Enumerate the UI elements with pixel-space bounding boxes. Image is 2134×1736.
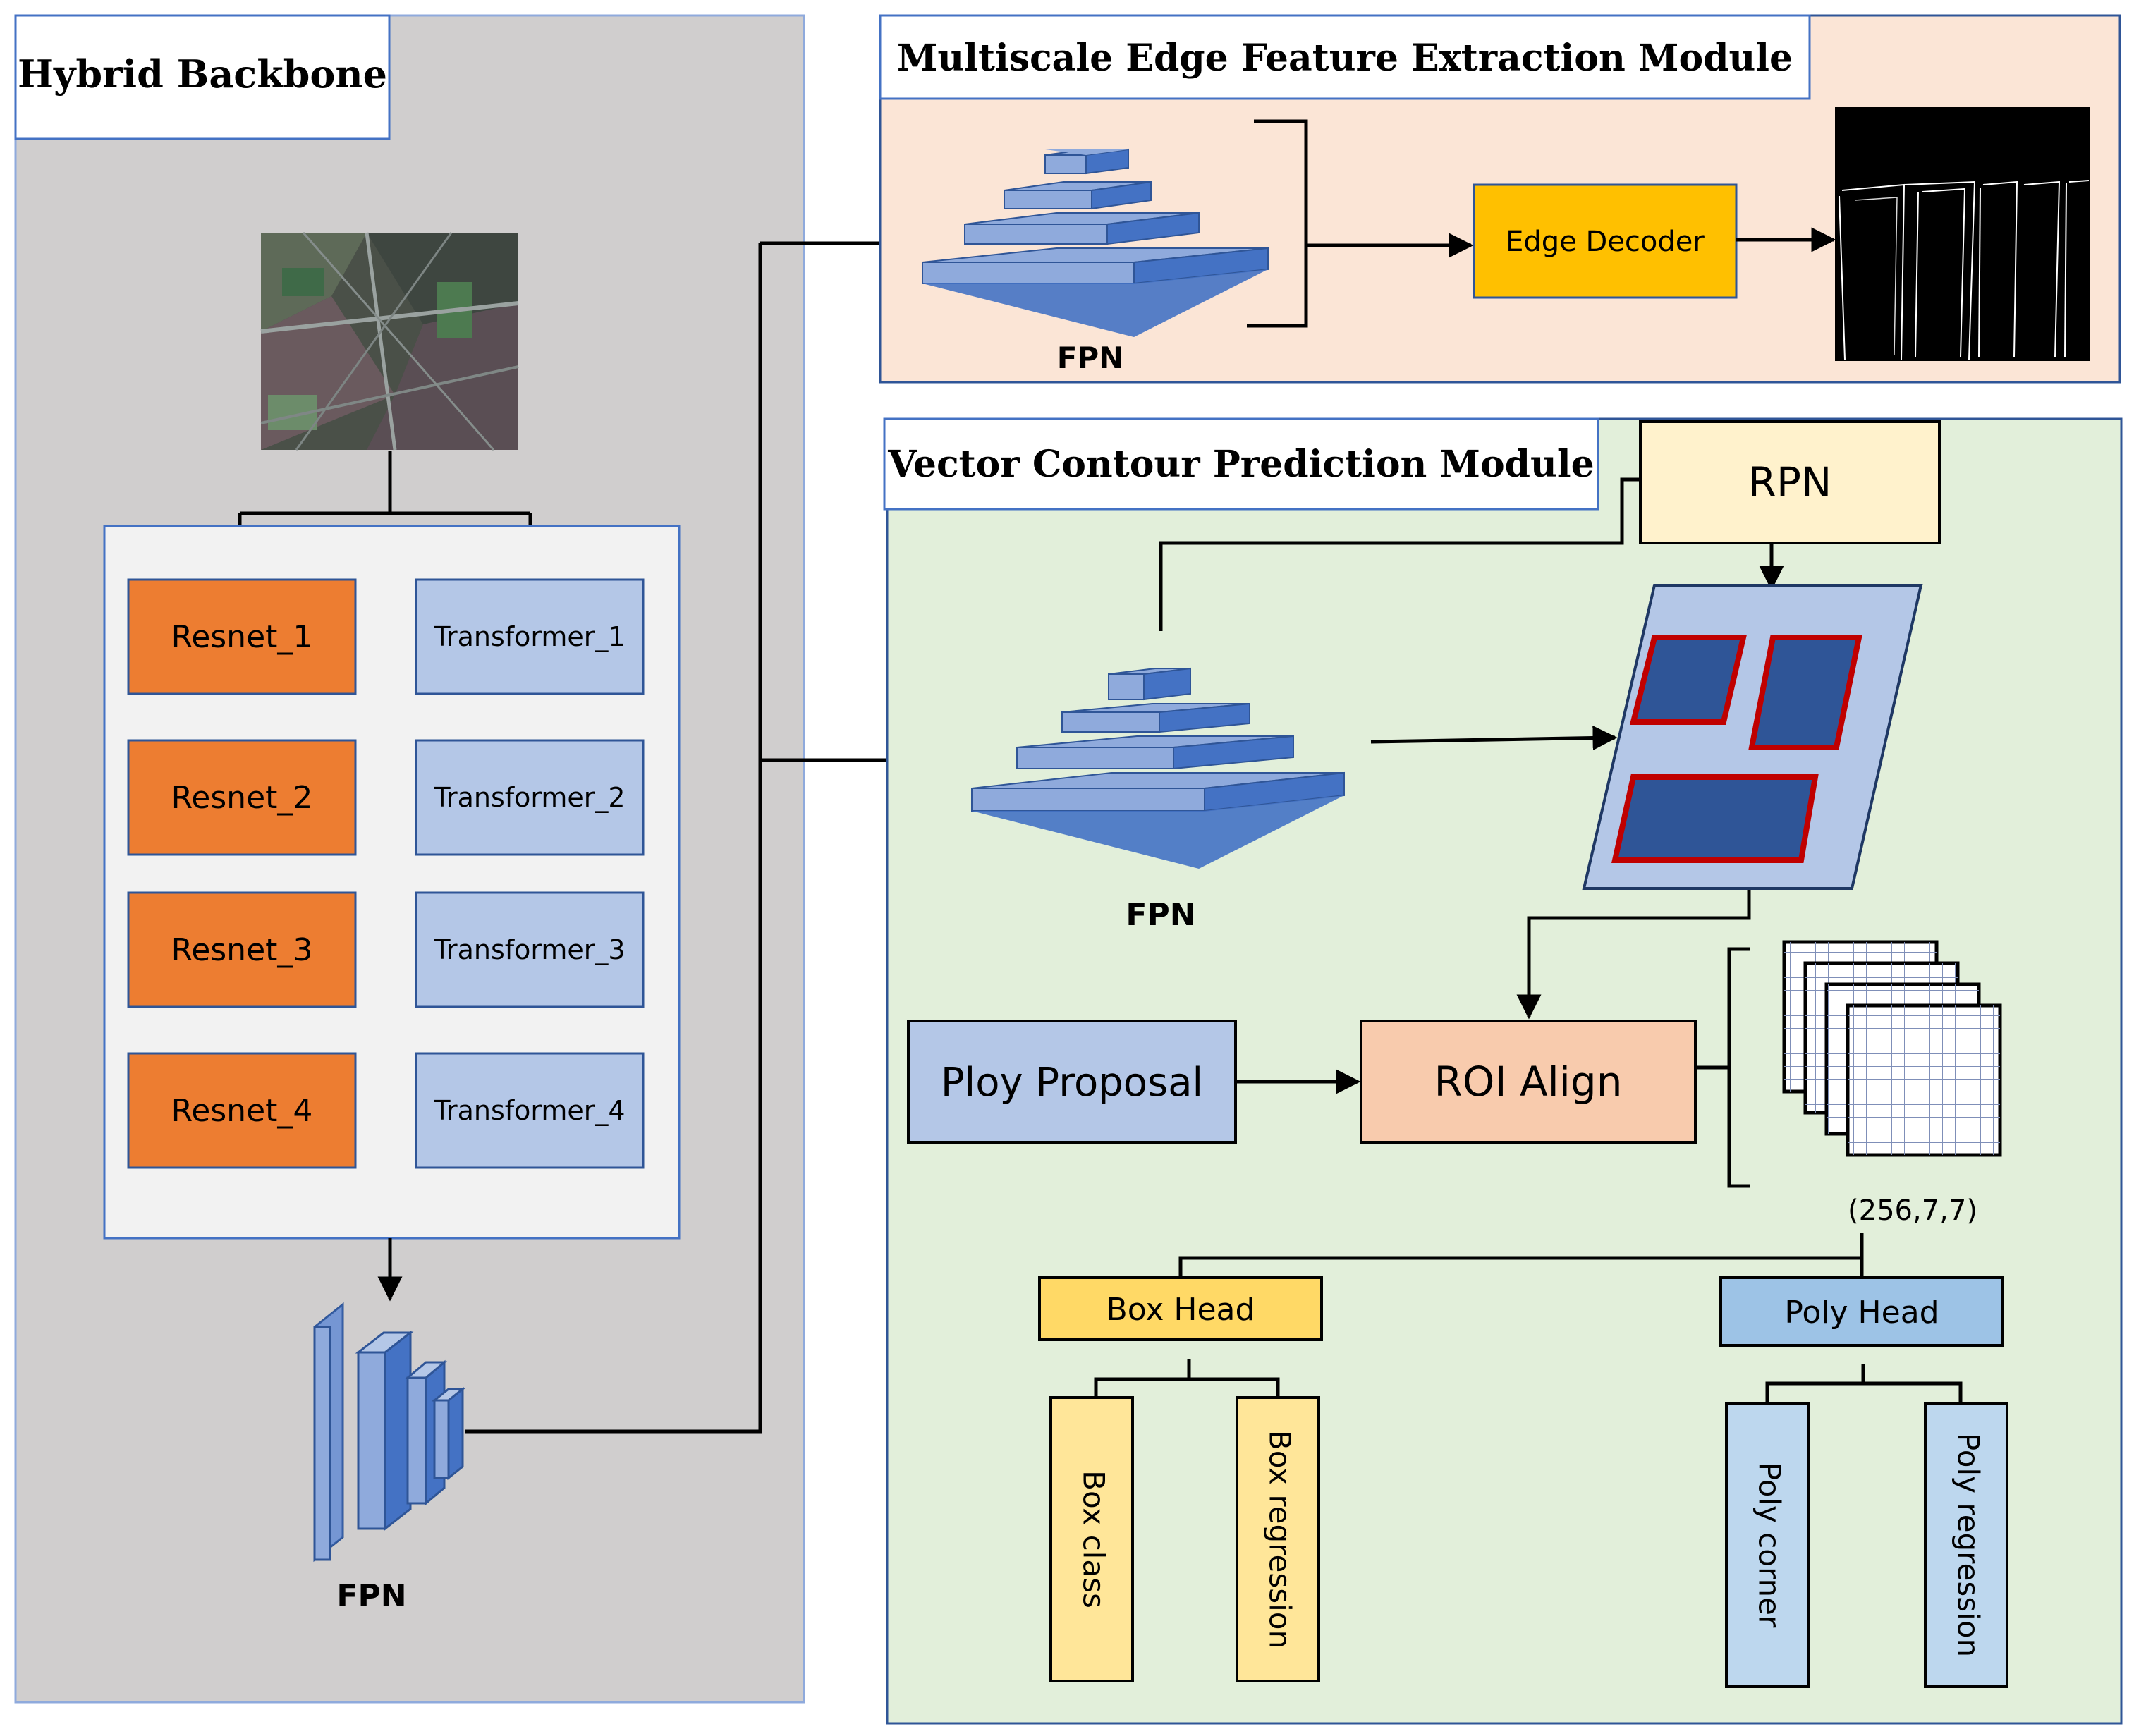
satellite-image [260, 232, 519, 451]
proposal-box-2 [1748, 635, 1862, 750]
resnet-block-1 [127, 578, 357, 695]
proposal-box-3 [1611, 774, 1819, 863]
roi-align-block [1360, 1020, 1697, 1144]
poly-proposal-label: Ploy Proposal [941, 1060, 1203, 1106]
hybrid-backbone-title-box [14, 14, 391, 140]
backbone-output-line [465, 243, 762, 1434]
backbone-fpn-icon [313, 1302, 466, 1563]
edge-module-title-box [879, 14, 1811, 100]
poly-head-label: Poly Head [1784, 1295, 1939, 1331]
hybrid-backbone-title: Hybrid Backbone [18, 51, 387, 97]
contour-fpn-label: FPN [1126, 897, 1195, 933]
backbone-fpn-label: FPN [336, 1578, 406, 1614]
contour-module-title-box [883, 417, 1599, 511]
box-head-label: Box Head [1106, 1292, 1255, 1328]
heads-split-bar [1178, 1256, 1864, 1278]
transformer-stack: Transformer_1 Transformer_2 Transformer_… [415, 578, 645, 1169]
poly-head-block [1719, 1276, 2004, 1347]
box-regression-label: Box regression [1263, 1430, 1298, 1649]
resnet-label-1: Resnet_1 [171, 619, 313, 655]
resnet-label-2: Resnet_2 [171, 780, 313, 816]
edge-module-title: Multiscale Edge Feature Extraction Modul… [897, 37, 1793, 80]
resnet-label-3: Resnet_3 [171, 932, 313, 968]
transformer-block-3 [415, 891, 645, 1008]
box-regression-block [1236, 1396, 1320, 1682]
box-head-branch [1094, 1377, 1280, 1398]
resnet-block-4 [127, 1052, 357, 1169]
transformer-block-2 [415, 739, 645, 856]
poly-regression-label: Poly regression [1951, 1433, 1986, 1657]
region-proposals-map [1582, 584, 1923, 890]
poly-regression-block [1924, 1402, 2008, 1688]
resnet-stack: Resnet_1 Resnet_2 Resnet_3 Resnet_4 [127, 578, 357, 1169]
poly-proposal-block [907, 1020, 1237, 1144]
edge-fpn-icon [922, 148, 1269, 337]
fpn-to-rpn-line [1159, 477, 1640, 631]
proposals-to-roi-line [1516, 890, 1751, 1020]
poly-corner-block [1725, 1402, 1810, 1688]
resnet-block-2 [127, 739, 357, 856]
roi-feature-stack [1782, 940, 2002, 1157]
rpn-label: RPN [1748, 458, 1832, 506]
arrow-fpn-to-proposals [1370, 726, 1618, 751]
resnet-block-3 [127, 891, 357, 1008]
edge-decoder-block [1473, 183, 1738, 299]
transformer-label-4: Transformer_4 [433, 1095, 625, 1126]
box-class-block [1049, 1396, 1134, 1682]
edge-bracket [1247, 119, 1308, 328]
proposal-box-1 [1629, 635, 1748, 725]
rpn-block [1639, 420, 1941, 544]
edge-fpn-label: FPN [1057, 341, 1124, 375]
transformer-block-1 [415, 578, 645, 695]
resnet-label-4: Resnet_4 [171, 1093, 313, 1129]
roi-bracket-curve [1727, 947, 1750, 1188]
poly-corner-label: Poly corner [1752, 1462, 1787, 1628]
contour-fpn-icon [971, 667, 1345, 869]
feature-shape-label: (256,7,7) [1848, 1194, 1977, 1227]
transformer-label-1: Transformer_1 [433, 621, 625, 652]
edge-decoder-label: Edge Decoder [1506, 226, 1705, 258]
box-head-block [1038, 1276, 1323, 1341]
contour-module-title: Vector Contour Prediction Module [887, 443, 1594, 486]
box-class-label: Box class [1077, 1470, 1111, 1608]
edge-map-image [1835, 107, 2090, 361]
transformer-block-4 [415, 1052, 645, 1169]
roi-align-label: ROI Align [1434, 1058, 1623, 1106]
transformer-label-3: Transformer_3 [433, 934, 625, 965]
poly-head-branch [1765, 1381, 1963, 1402]
transformer-label-2: Transformer_2 [433, 782, 625, 813]
